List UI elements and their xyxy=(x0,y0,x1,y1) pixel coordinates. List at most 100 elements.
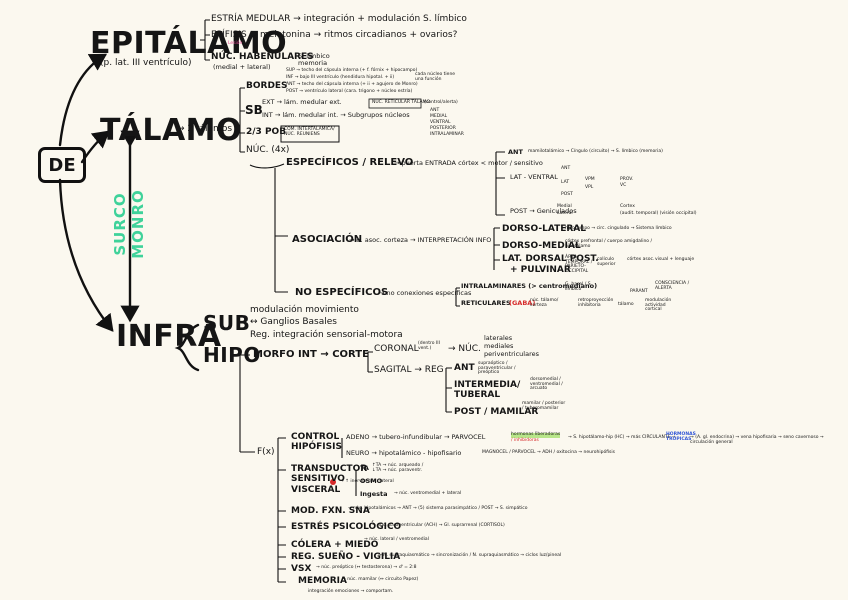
talamo-title: TÁLAMO xyxy=(100,113,243,148)
colera-detail: → núc. lateral / ventromedial xyxy=(364,537,429,542)
sub-item-0: modulación movimiento xyxy=(250,305,359,315)
esp-prov: PROV. xyxy=(620,177,634,182)
dorso-medial-detail: córtex prefrontal / cuerpo amigdalino / … xyxy=(565,239,652,249)
esp-v-lat: LAT xyxy=(561,180,570,185)
brace-infra xyxy=(174,323,200,372)
int-list-4: INTRALAMINAR xyxy=(430,132,464,137)
gaba: (GABA) xyxy=(509,299,536,307)
epi-item-limbico: S. límbico xyxy=(298,52,330,60)
reticulares-detail-3: PARANT xyxy=(630,289,648,294)
hipo-label: HIPO xyxy=(203,343,261,367)
trans-ta-detail: ↑TA → núc. arqueado / ↓TA → núc. paraven… xyxy=(372,463,424,473)
bordes-item-ant: ANT → techo del cápsula interna (+ ii + … xyxy=(286,82,418,87)
pob-label: 2/3 POB xyxy=(246,127,287,137)
sb-label: SB xyxy=(245,103,263,117)
f-item-sna: MOD. FXN. SNA xyxy=(291,506,370,516)
sub-item-1: ↔ Ganglios Basales xyxy=(250,317,337,327)
pulvinar-detail-3: córtex asoc. xyxy=(627,257,655,262)
nuc-label: NÚC. (4x) xyxy=(246,145,290,155)
pulvinar: + PULVINAR xyxy=(510,265,571,275)
f-item-memoria: MEMORIA xyxy=(298,576,347,586)
reg-2-detail: mamilar / posterior / tuberomamilar xyxy=(522,401,566,411)
epi-item-epifisis: EPÍFISIS → melatonina → ritmos circadian… xyxy=(211,30,458,40)
epi-note-lesion: Lesión xyxy=(228,41,243,46)
pob-box xyxy=(280,125,340,143)
trans-osmo: OSMO xyxy=(360,477,383,485)
coronal-list-2: periventriculares xyxy=(484,350,539,358)
pulvinar-detail-1: ÁREA TEMPORAL / PARIETO-OCCIPITAL xyxy=(565,255,593,274)
hormonas-liberadoras: hormonas liberadoras xyxy=(511,432,561,438)
bordes-item-post: POST → ventrículo lateral (cara. trigono… xyxy=(286,89,413,94)
int-list-3: POSTERIOR xyxy=(430,126,456,131)
memoria-detail: → núc. mamilar (↔ circuito Papez) xyxy=(342,577,419,582)
int-list-2: VENTRAL xyxy=(430,120,451,125)
reticulares-detail-1: núc. tálamo/ corteza xyxy=(530,298,559,308)
no-especificos-desc: → no conexiones específicas xyxy=(379,289,472,297)
reg-1-name: INTERMEDIA/ TUBERAL xyxy=(454,380,521,401)
talamo-two: → 2 tálamos xyxy=(177,124,233,134)
especificos-title: ESPECÍFICOS / RELEVO xyxy=(286,157,414,168)
adeno-tail-2: → (A. gl. endocrina) → vena hipofisaria … xyxy=(690,435,824,445)
morfo-int: MORFO INT → CORTE xyxy=(253,349,369,360)
esp-vpl: VPL xyxy=(585,185,594,190)
footer-note: integración emociones → comportam. xyxy=(308,589,394,594)
asociacion-title: ASOCIACIÓN xyxy=(292,234,363,245)
sagital: SAGITAL → REG xyxy=(374,365,444,375)
bordes-note: cada núcleo tiene una función xyxy=(415,72,456,82)
pulvinar-detail-2: colículo superior xyxy=(597,257,616,267)
reticulares-detail-5: modulación actividad cortical xyxy=(645,298,672,312)
intralaminares-detail-2: CONSCIENCIA / ALERTA xyxy=(655,281,690,291)
dorso-lateral-detail: hipocampo → circ. cingulado → Sistema lí… xyxy=(565,226,672,231)
fx-label: F(x) xyxy=(257,447,275,457)
esp-lateral: Lateral xyxy=(557,211,573,216)
intralaminares: INTRALAMINARES (> centromediano) xyxy=(461,282,598,290)
epi-item-habenulares-sub: (medial + lateral) xyxy=(213,63,271,71)
esp-post: POST → Geniculados xyxy=(510,207,577,215)
epi-item-memoria: memoria xyxy=(298,59,328,67)
reg-2-name: POST / MAMILAR xyxy=(454,407,539,417)
esp-cortex: Cortex xyxy=(620,204,635,209)
surco-monro-label: SURCO MONRO xyxy=(111,189,147,259)
neuro-detail: MAGNOCEL / PARVOCEL → ADH / oxitocina → … xyxy=(482,450,615,455)
reticular-label: NÚC. RETICULAR TÁLAMO xyxy=(372,100,430,105)
int-list-1: MEDIAL xyxy=(430,114,448,119)
reticular-box xyxy=(368,98,422,109)
esp-vc: VC xyxy=(620,183,627,188)
coronal: CORONAL xyxy=(374,344,419,354)
esp-ant-detail: mamilotalámico → Cíngulo (circuito) → S.… xyxy=(528,149,663,154)
epi-item-estria: ESTRÍA MEDULAR → integración + modulació… xyxy=(211,14,467,24)
esp-v-ant: ANT xyxy=(561,166,571,171)
dorso-lateral: DORSO-LATERAL xyxy=(502,224,587,234)
sub-item-2: Reg. integración sensorial-motora xyxy=(250,330,403,340)
asociacion-desc: → d. asoc. corteza → INTERPRETACIÓN INFO xyxy=(349,236,492,244)
epitalamo-title: EPITÁLAMO xyxy=(90,26,288,61)
esp-v-post: POST xyxy=(561,192,573,197)
sueno-detail: → N. supraquiasmático → sincronización /… xyxy=(378,553,562,558)
dorso-medial: DORSO-MEDIAL xyxy=(502,241,581,251)
infra-title: INFRA xyxy=(116,319,222,354)
bordes-item-sup: SUP → techo del cápsula interna (+ f. fó… xyxy=(286,68,418,73)
trans-ta: TA xyxy=(360,464,369,472)
f-item-estres: ESTRÉS PSICOLÓGICO xyxy=(291,522,402,532)
estres-detail: → núc. paraventricular (ACH) → Gl. supra… xyxy=(372,523,505,528)
bordes-item-inf: INF → bajo III ventrículo (hendidura hip… xyxy=(286,75,395,80)
f-item-transductor: TRANSDUCTOR SENSITIVO VISCERAL xyxy=(291,464,368,495)
reg-0-detail: supraóptico / paraventricular / preóptic… xyxy=(478,361,516,375)
esp-vpm: VPM xyxy=(585,177,595,182)
bordes-label: BORDES xyxy=(246,81,288,91)
reg-1-detail: dorsomedial / ventromedial / arcuato xyxy=(530,377,563,391)
esp-small: (audit. temporal) (visión occipital) xyxy=(620,211,697,216)
pob-box-label: COM. INTERTALÁMICA/ NÚC. REUNIENS xyxy=(284,127,335,137)
f-item-colera: CÓLERA + MIEDO xyxy=(291,540,379,550)
neuro: NEURO → hipotalámico - hipofisario xyxy=(346,449,462,457)
esp-ant: ANT xyxy=(508,148,523,156)
sub-label: SUB xyxy=(203,311,251,335)
reticular-note: (control/alerta) xyxy=(424,100,458,105)
trans-ingesta-detail: → núc. ventromedial + lateral xyxy=(394,491,462,496)
arrow-de-infra xyxy=(58,178,114,332)
trans-ingesta: Ingesta xyxy=(360,490,388,498)
coronal-nuc: → NÚC. xyxy=(448,344,481,354)
f-item-sueno: REG. SUEÑO - VIGILIA xyxy=(291,552,401,562)
epi-item-habenulares: NÚC. HABENULARES xyxy=(211,52,314,62)
